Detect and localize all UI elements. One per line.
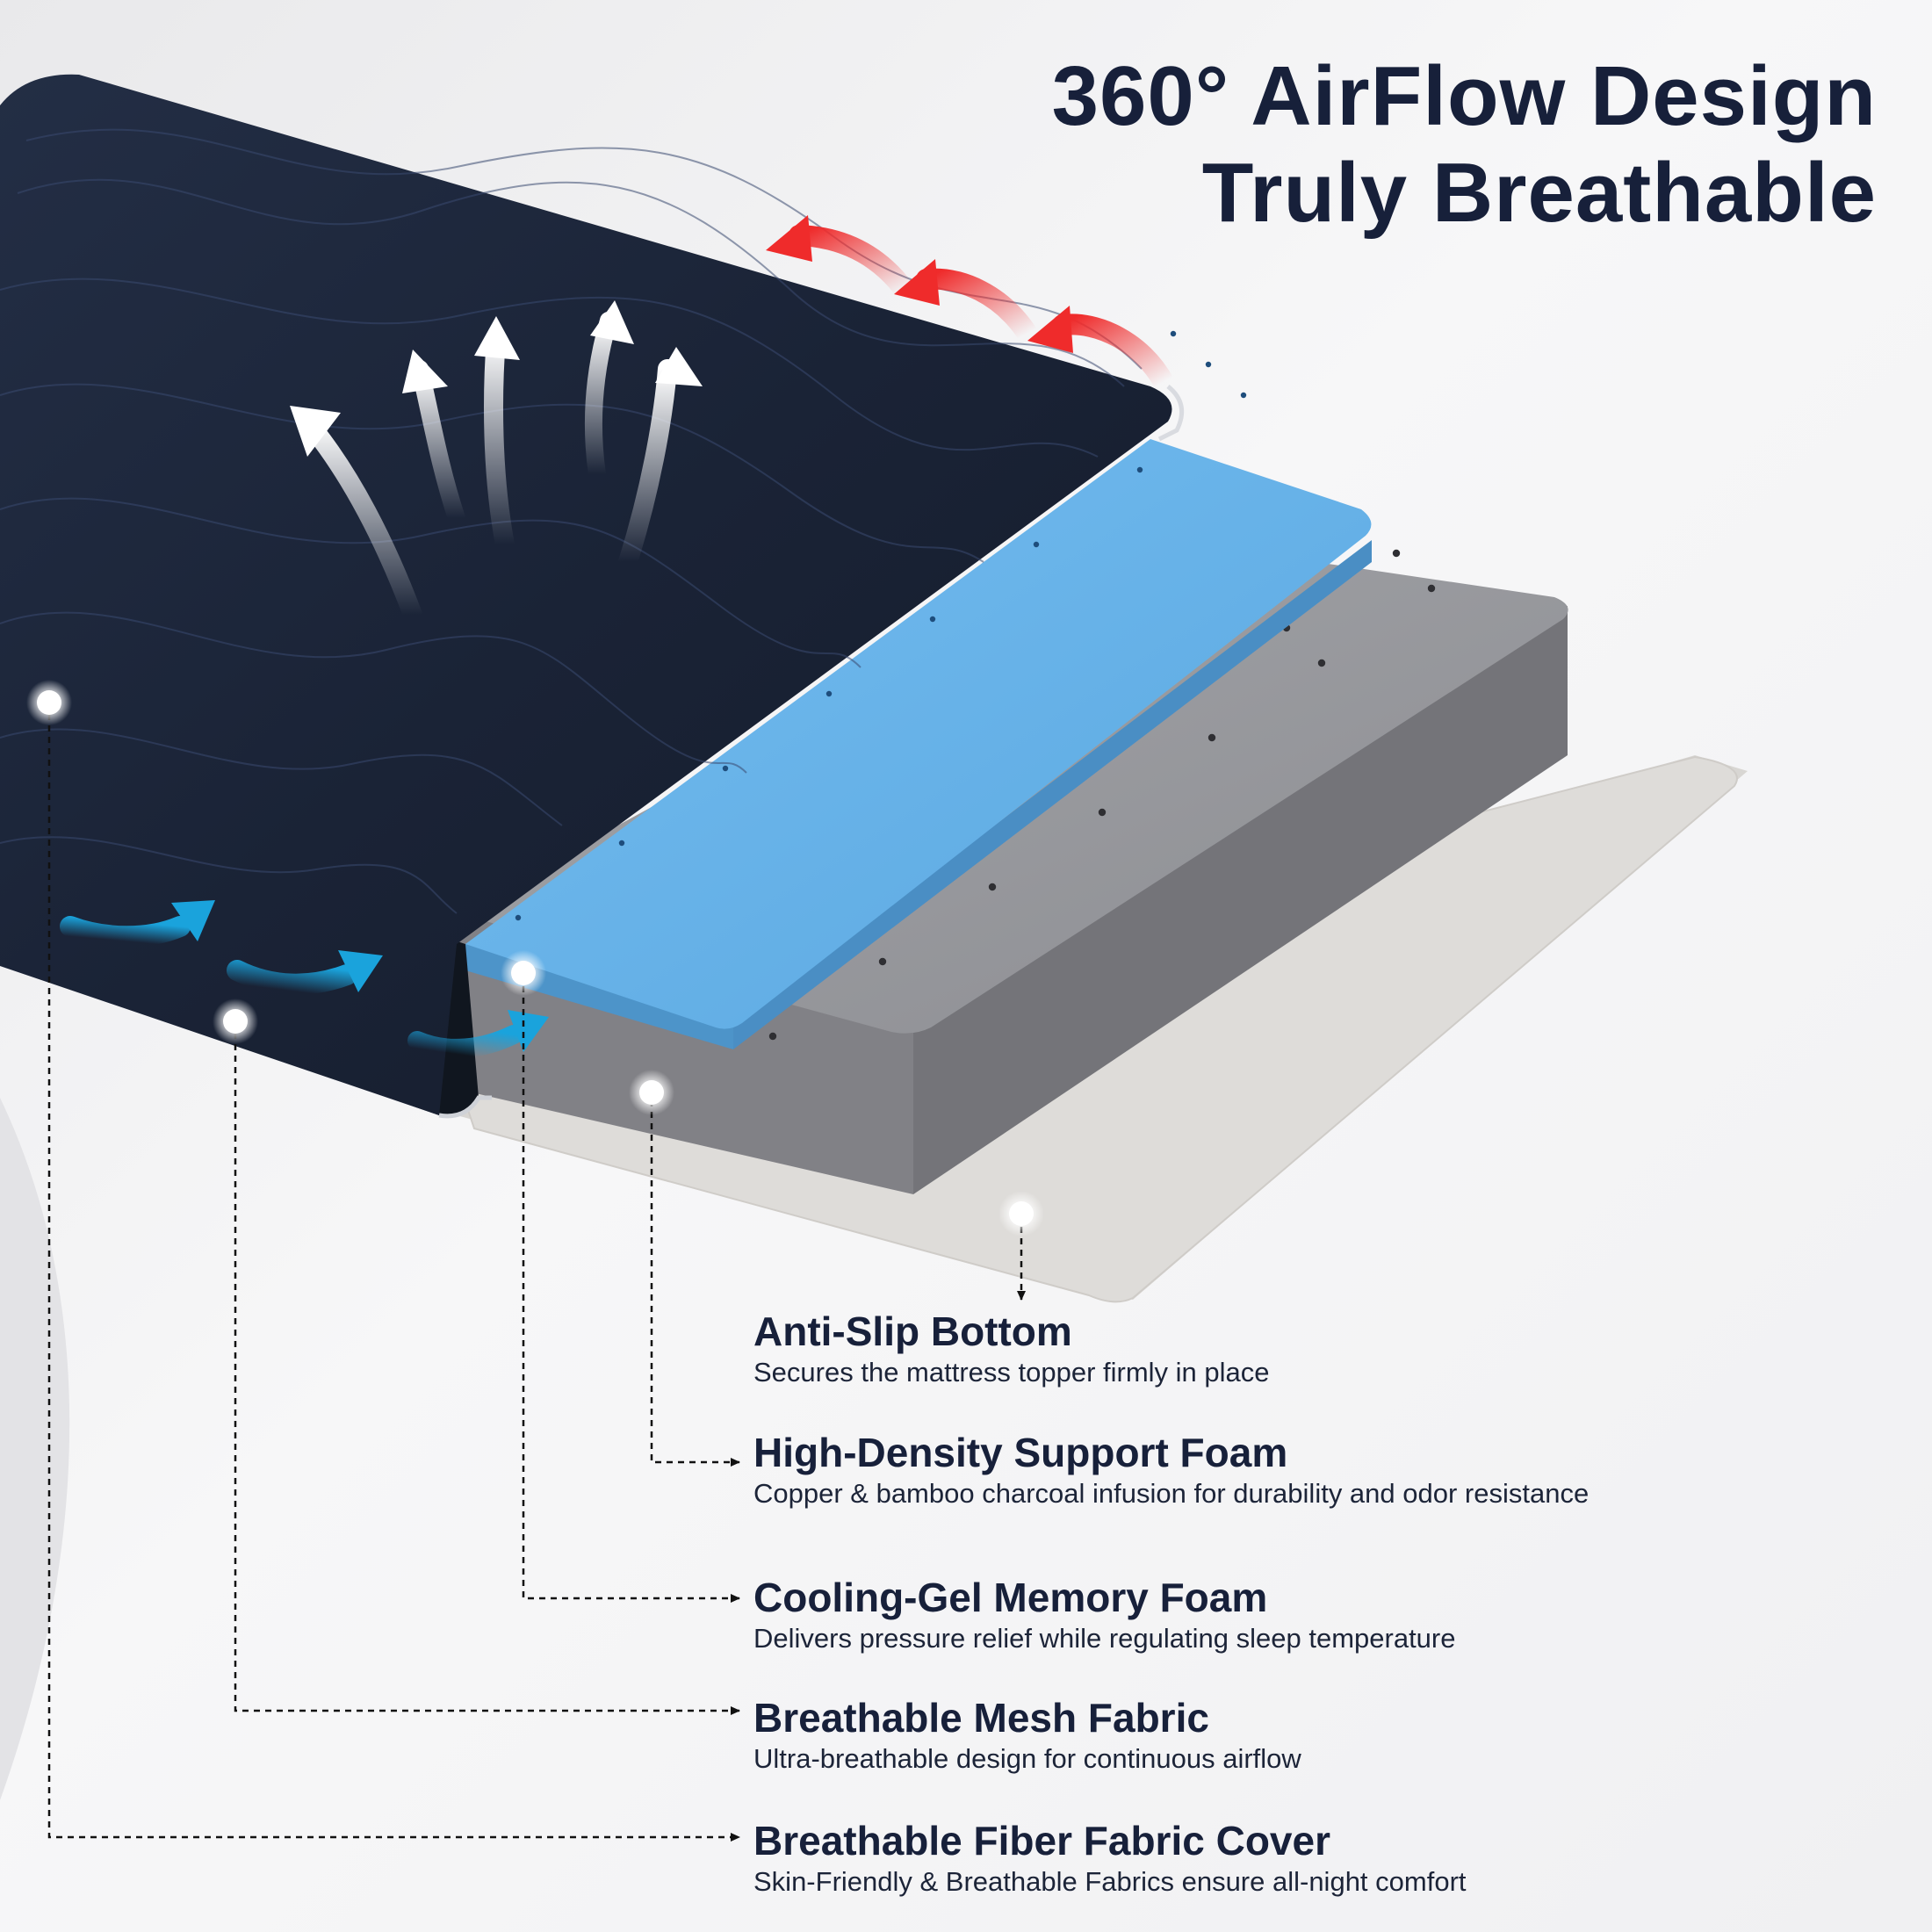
marker-dot-support-foam [629, 1070, 674, 1115]
feature-description: Secures the mattress topper firmly in pl… [753, 1357, 1270, 1388]
ventilation-hole [1170, 330, 1177, 337]
ventilation-hole [1033, 541, 1040, 548]
leader-gel-foam [522, 975, 740, 1603]
feature-cooling-gel-memory-foam: Cooling-Gel Memory Foam Delivers pressur… [753, 1576, 1878, 1654]
leader-lines [47, 703, 1026, 1842]
feature-description: Skin-Friendly & Breathable Fabrics ensur… [753, 1866, 1467, 1898]
marker-dot-anti-slip [998, 1191, 1044, 1236]
ventilation-hole [1136, 466, 1143, 473]
ventilation-hole [1240, 392, 1247, 399]
feature-high-density-support-foam: High-Density Support Foam Copper & bambo… [753, 1431, 1878, 1509]
ventilation-hole [1205, 361, 1212, 368]
cool-air-arrows [60, 900, 549, 1058]
title-line-1: 360° AirFlow Design [1051, 49, 1877, 143]
rising-air-arrows [290, 300, 703, 624]
feature-heading: High-Density Support Foam [753, 1430, 1288, 1475]
marker-dot-gel-foam [501, 950, 546, 996]
ventilation-hole [1098, 808, 1107, 817]
ventilation-hole [515, 914, 522, 921]
ventilation-hole [825, 690, 833, 697]
ventilation-hole [1392, 549, 1401, 558]
leader-mesh-fabric [234, 1021, 740, 1715]
ventilation-hole [618, 840, 625, 847]
feature-anti-slip-bottom: Anti-Slip Bottom Secures the mattress to… [753, 1310, 1878, 1388]
ventilation-hole [768, 1032, 777, 1041]
ventilation-hole [1427, 584, 1436, 593]
feature-heading: Breathable Mesh Fabric [753, 1695, 1209, 1741]
feature-breathable-mesh-fabric: Breathable Mesh Fabric Ultra-breathable … [753, 1697, 1878, 1774]
warm-air-arrows [766, 215, 1174, 393]
ventilation-hole [929, 616, 936, 623]
marker-dot-fabric-cover [26, 680, 72, 725]
background-shadow [0, 1098, 70, 1800]
feature-description: Delivers pressure relief while regulatin… [753, 1623, 1456, 1654]
feature-heading: Anti-Slip Bottom [753, 1308, 1072, 1354]
feature-breathable-fiber-fabric-cover: Breathable Fiber Fabric Cover Skin-Frien… [753, 1820, 1878, 1897]
ventilation-hole [1317, 659, 1326, 667]
ventilation-hole [878, 957, 887, 966]
feature-heading: Cooling-Gel Memory Foam [753, 1575, 1268, 1620]
ventilation-hole [722, 765, 729, 772]
leader-fabric-cover [47, 703, 740, 1842]
feature-heading: Breathable Fiber Fabric Cover [753, 1818, 1330, 1864]
title-line-2: Truly Breathable [1201, 146, 1877, 240]
feature-description: Ultra-breathable design for continuous a… [753, 1743, 1301, 1775]
ventilation-hole [988, 883, 997, 891]
marker-dots [26, 680, 1044, 1236]
feature-description: Copper & bamboo charcoal infusion for du… [753, 1478, 1590, 1510]
ventilation-hole [1208, 733, 1216, 742]
marker-dot-mesh-fabric [213, 998, 258, 1044]
